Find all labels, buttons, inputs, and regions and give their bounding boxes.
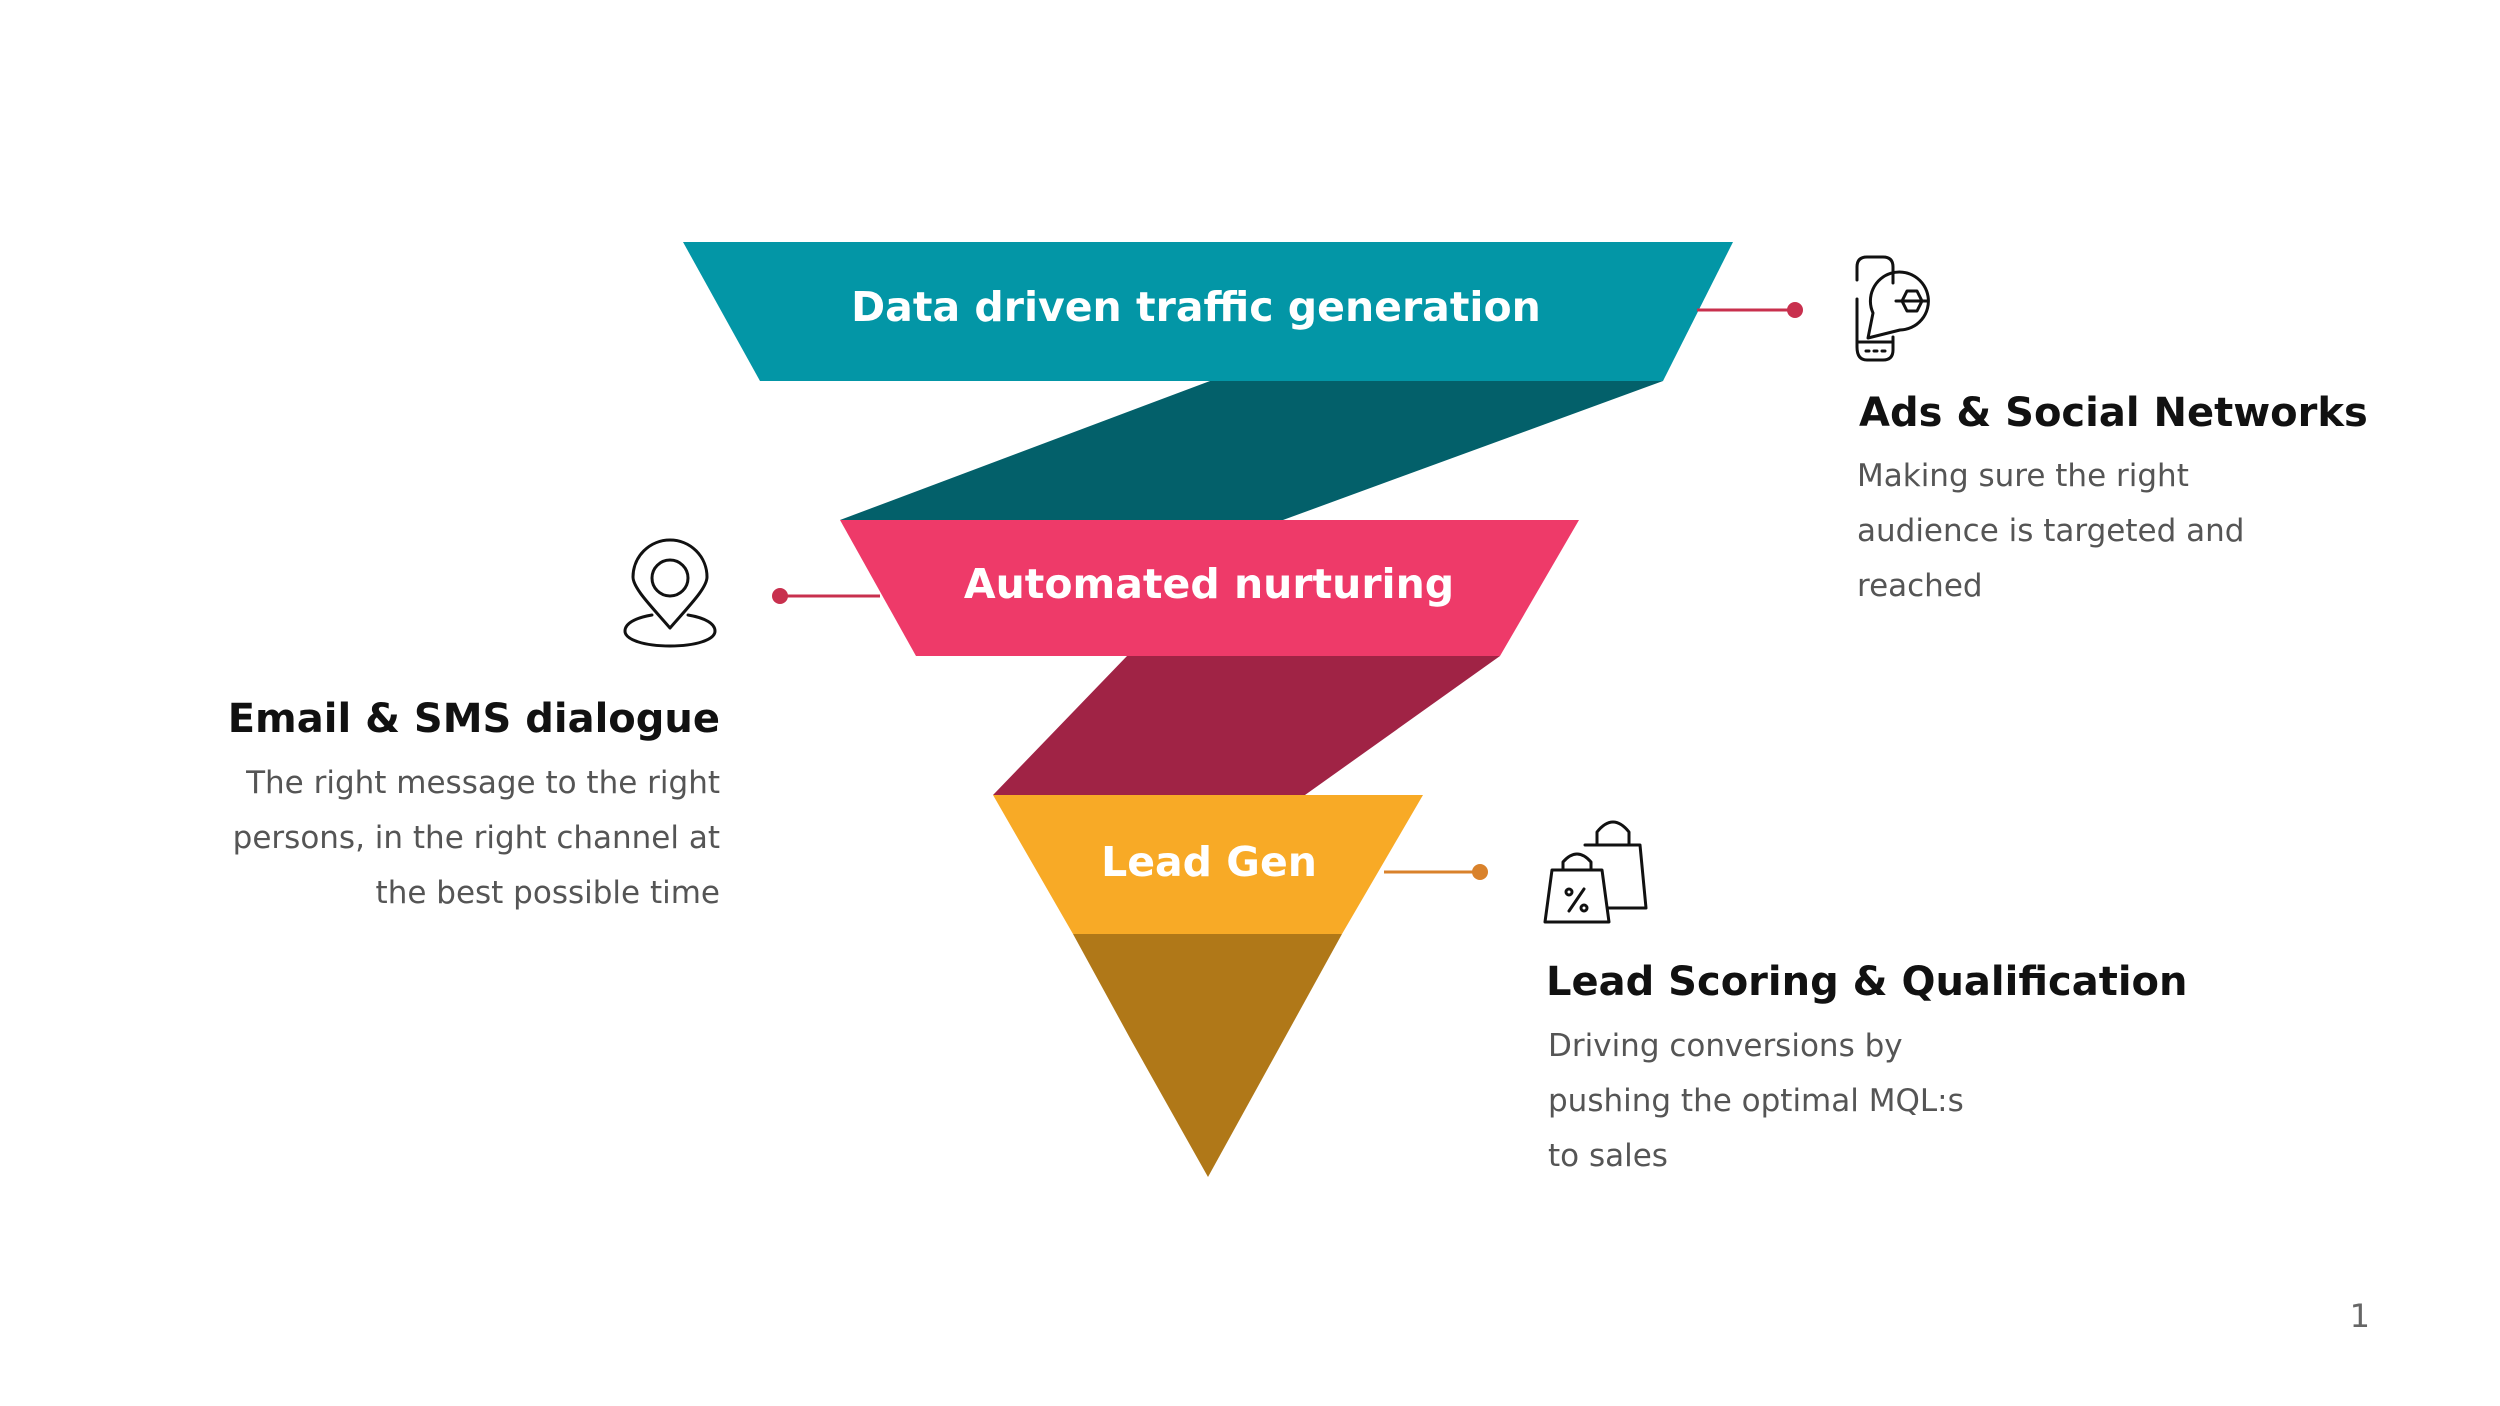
funnel-ribbon-teal — [840, 381, 1663, 520]
page-number: 1 — [2349, 1297, 2370, 1335]
ads-line-3: reached — [1857, 568, 1983, 604]
connector-lead — [1384, 864, 1488, 880]
lead-line-3: to sales — [1548, 1138, 1668, 1174]
funnel-ribbon-pink — [993, 656, 1500, 795]
lead-title: Lead Scoring & Qualification — [1546, 959, 2188, 1005]
email-description: The right message to the right persons, … — [160, 756, 720, 921]
connector-email — [772, 588, 880, 604]
funnel-stage-3-label: Lead Gen — [1101, 838, 1317, 886]
email-line-2: persons, in the right channel at — [232, 820, 720, 856]
funnel-stage-3: Lead Gen — [993, 795, 1423, 934]
smartphone-chat-icon — [1855, 255, 1930, 362]
ads-line-1: Making sure the right — [1857, 458, 2189, 494]
ads-description: Making sure the right audience is target… — [1857, 449, 2244, 614]
email-title: Email & SMS dialogue — [227, 696, 720, 742]
connector-dot-email — [772, 588, 788, 604]
lead-line-2: pushing the optimal MQL:s — [1548, 1083, 1964, 1119]
location-pin-icon — [623, 538, 717, 648]
connector-dot-lead — [1472, 864, 1488, 880]
email-line-3: the best possible time — [375, 875, 720, 911]
funnel-stage-1-label: Data driven traffic generation — [851, 283, 1541, 331]
ads-title: Ads & Social Networks — [1859, 390, 2368, 436]
funnel-stage-3-shape — [993, 795, 1423, 934]
connector-ads — [1697, 302, 1803, 318]
email-line-1: The right message to the right — [246, 765, 720, 801]
funnel-stage-2: Automated nurturing — [840, 520, 1579, 656]
shopping-bags-icon — [1543, 820, 1648, 924]
funnel-stage-2-label: Automated nurturing — [964, 560, 1454, 608]
funnel-stage-2-shape — [840, 520, 1579, 656]
lead-description: Driving conversions by pushing the optim… — [1548, 1019, 1964, 1184]
lead-line-1: Driving conversions by — [1548, 1028, 1903, 1064]
funnel-stage-1-shape — [683, 242, 1733, 381]
connector-dot-ads — [1787, 302, 1803, 318]
funnel-tail-orange — [1073, 934, 1342, 1177]
ads-line-2: audience is targeted and — [1857, 513, 2245, 549]
funnel-stage-1: Data driven traffic generation — [683, 242, 1733, 381]
